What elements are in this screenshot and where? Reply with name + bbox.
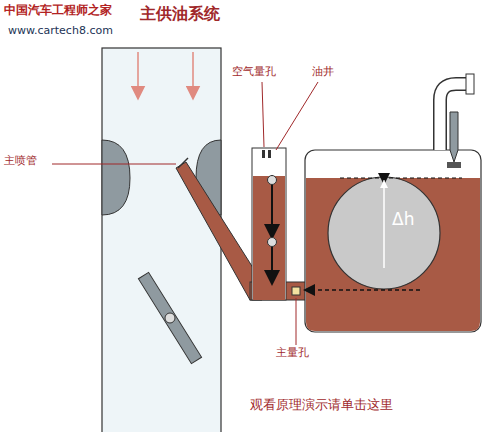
air-tube — [102, 48, 221, 432]
float-chamber — [305, 150, 481, 332]
part-label: 主喷管 — [4, 155, 37, 168]
leader-line — [296, 298, 297, 345]
leader-line — [276, 82, 318, 150]
watermark-url: www.cartech8.com — [8, 25, 113, 38]
dimension-label: Δh — [392, 210, 414, 230]
part-label: 主量孔 — [276, 347, 309, 360]
needle-valve — [450, 112, 458, 162]
part-label: 空气量孔 — [232, 66, 276, 79]
air-arrow — [192, 52, 194, 96]
watermark: 中国汽车工程师之家 — [4, 4, 112, 18]
part-label: 油井 — [312, 66, 334, 79]
air-arrow — [137, 52, 139, 96]
main-nozzle — [176, 162, 262, 300]
venturi-left — [102, 140, 130, 215]
leader-line — [52, 164, 176, 165]
fuel-well — [252, 148, 286, 300]
float — [328, 177, 440, 289]
diagram-title: 主供油系统 — [140, 5, 220, 23]
caption: 观看原理演示请单击这里 — [250, 398, 393, 413]
leader-line — [262, 82, 264, 147]
main-jet — [292, 287, 300, 295]
throttle-plate — [138, 272, 201, 363]
